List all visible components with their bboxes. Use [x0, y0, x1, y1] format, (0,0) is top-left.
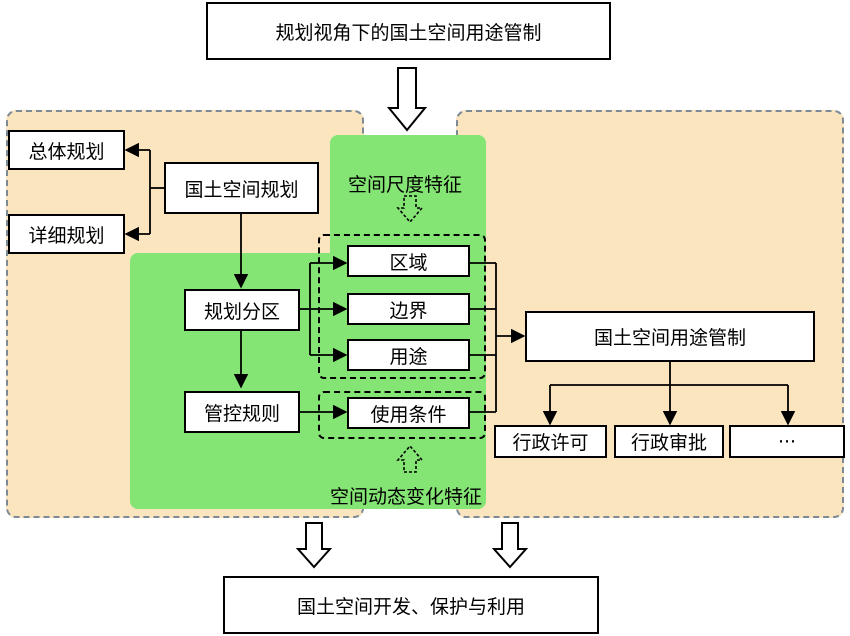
dashed-up-arrow-icon: [396, 444, 424, 473]
green-band-upper: [330, 135, 486, 260]
use-conditions-box: 使用条件: [347, 397, 470, 429]
region-box: 区域: [347, 245, 470, 277]
bottom-title-box: 国土空间开发、保护与利用: [223, 576, 599, 634]
detailed-plan-box: 详细规划: [8, 214, 125, 254]
conditions-group: [318, 391, 486, 439]
admin-approval-box: 行政审批: [614, 425, 724, 458]
more-box: ···: [729, 425, 845, 458]
scale-feature-label: 空间尺度特征: [348, 174, 463, 196]
dashed-down-arrow-icon: [396, 195, 424, 224]
admin-permit-box: 行政许可: [494, 425, 607, 458]
boundary-box: 边界: [347, 293, 470, 325]
zoning-box: 规划分区: [184, 289, 300, 331]
master-plan-box: 总体规划: [8, 130, 125, 170]
use-control-box: 国土空间用途管制: [525, 311, 815, 362]
top-title-box: 规划视角下的国土空间用途管制: [206, 2, 611, 60]
spatial-plan-box: 国土空间规划: [164, 162, 319, 214]
use-box: 用途: [347, 339, 470, 371]
feature-group: [318, 234, 486, 379]
big-down-arrow-icon: [386, 67, 428, 132]
big-down-arrow-icon: [491, 522, 529, 569]
dynamic-feature-label: 空间动态变化特征: [330, 486, 483, 508]
control-rules-box: 管控规则: [184, 391, 300, 433]
big-down-arrow-icon: [295, 522, 333, 569]
